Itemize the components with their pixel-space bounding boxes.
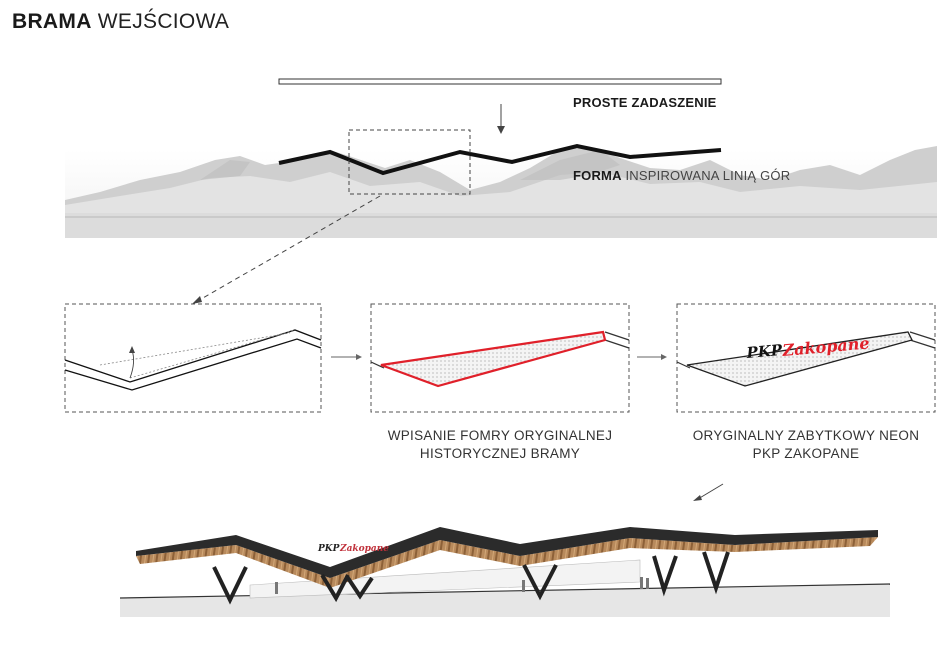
historic-gate-shape <box>380 330 607 388</box>
neon-zakopane: Zakopane <box>781 333 870 360</box>
detail-arrow-head <box>192 296 202 304</box>
caption-step-3-line-2: PKP ZAKOPANE <box>752 446 860 461</box>
label-simple-roof: PROSTE ZADASZENIE <box>573 95 717 110</box>
caption-step-3-line-1: ORYGINALNY ZABYTKOWY NEON <box>692 428 920 443</box>
title-light: WEJŚCIOWA <box>97 10 230 33</box>
caption-step-2: WPISANIE FOMRY ORYGINALNEJ HISTORYCZNEJ … <box>370 427 630 463</box>
mountain-roof-line <box>278 143 722 176</box>
panel-step-2 <box>370 303 630 413</box>
simple-roof-bar <box>278 78 722 85</box>
panel-step-3 <box>676 303 936 413</box>
caption-step-3: ORYGINALNY ZABYTKOWY NEON PKP ZAKOPANE <box>676 427 936 463</box>
arrow-to-render <box>697 483 724 500</box>
detail-selection-box <box>348 129 471 195</box>
render-neon-script: Zakopane <box>339 544 389 554</box>
arrow-to-render-head <box>693 495 702 501</box>
label-form-rest: INSPIROWANA LINIĄ GÓR <box>625 168 791 183</box>
caption-step-2-line-2: HISTORYCZNEJ BRAMY <box>419 446 581 461</box>
arrow-head-1 <box>497 126 505 134</box>
mountain-photo <box>65 146 937 238</box>
panel-step-1 <box>64 303 322 413</box>
title-bold: BRAMA <box>12 10 92 33</box>
page-title: BRAMA WEJŚCIOWA <box>12 10 229 34</box>
caption-step-2-line-1: WPISANIE FOMRY ORYGINALNEJ <box>387 428 613 443</box>
perspective-render: PKP Zakopane <box>119 527 891 617</box>
render-neon-pkp: PKP <box>317 544 340 554</box>
label-form-bold: FORMA <box>573 168 622 183</box>
arrow-head-2-3 <box>661 354 667 360</box>
neon-pkp: PKP <box>745 341 784 362</box>
label-form: FORMA INSPIROWANA LINIĄ GÓR <box>573 168 790 183</box>
arrow-head-1-2 <box>356 354 362 360</box>
